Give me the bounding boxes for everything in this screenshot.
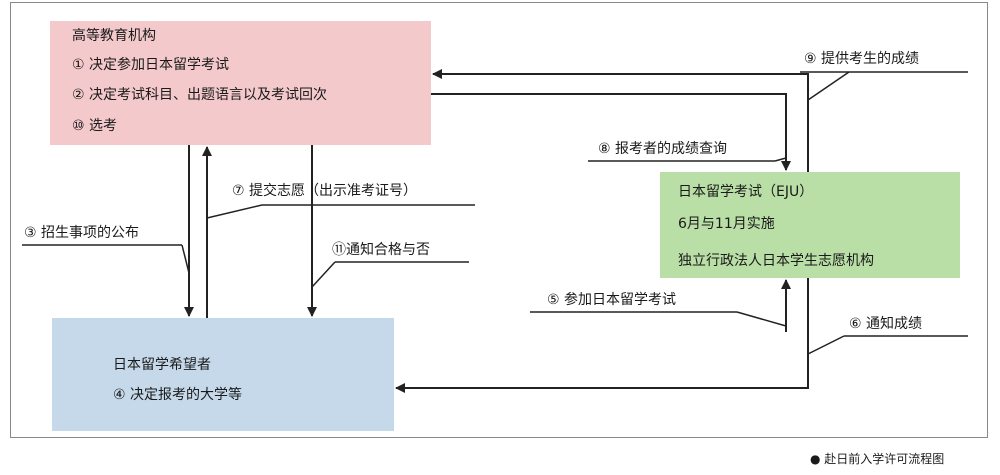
applicant-title: 日本留学希望者 <box>113 357 211 373</box>
label-step-8: ⑧ 报考者的成绩查询 <box>598 141 728 157</box>
label-step-3: ③ 招生事项的公布 <box>24 225 140 241</box>
diagram-frame <box>10 2 988 438</box>
label-step-6: ⑥ 通知成绩 <box>849 316 923 332</box>
eju-organization: 独立行政法人日本学生志愿机构 <box>678 253 874 269</box>
eju-schedule: 6月与11月实施 <box>678 216 775 232</box>
eju-box: 日本留学考试（EJU） 6月与11月实施 独立行政法人日本学生志愿机构 <box>660 172 960 278</box>
label-step-11: ⑪通知合格与否 <box>332 242 430 258</box>
higher-education-title: 高等教育机构 <box>72 28 156 44</box>
arrow-step-9 <box>432 69 809 172</box>
arrow-step-6 <box>395 278 809 393</box>
step-2-text: ② 决定考试科目、出题语言以及考试回次 <box>72 87 327 103</box>
step-10-text: ⑩ 选考 <box>72 118 118 134</box>
eju-title: 日本留学考试（EJU） <box>678 184 814 200</box>
label-step-9: ⑨ 提供考生的成绩 <box>804 51 920 67</box>
figure-caption: ● 赴日前入学许可流程图 <box>810 452 945 466</box>
applicant-box: 日本留学希望者 ④ 决定报考的大学等 <box>52 318 394 431</box>
label-step-7: ⑦ 提交志愿（出示准考证号） <box>232 183 418 199</box>
higher-education-box: 高等教育机构 ① 决定参加日本留学考试 ② 决定考试科目、出题语言以及考试回次 … <box>50 21 431 145</box>
arrow-step-8 <box>431 93 791 171</box>
label-step-5: ⑤ 参加日本留学考试 <box>547 292 677 308</box>
step-1-text: ① 决定参加日本留学考试 <box>72 57 230 73</box>
step-4-text: ④ 决定报考的大学等 <box>113 387 243 403</box>
